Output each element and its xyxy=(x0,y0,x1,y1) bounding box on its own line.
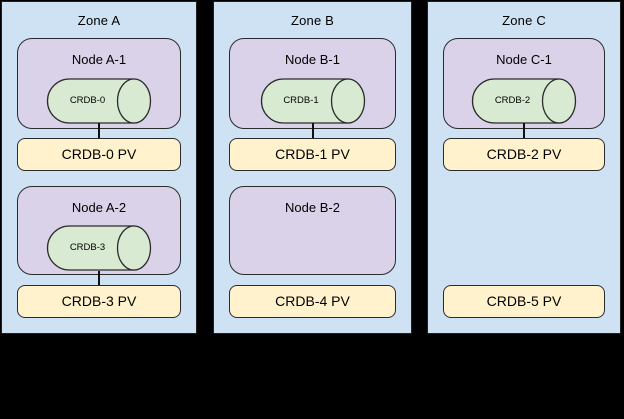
connector-line xyxy=(523,123,525,139)
pod-label-crdb-1: CRDB-1 xyxy=(283,95,319,106)
pod-cylinder-crdb-2: CRDB-2 xyxy=(471,78,577,124)
pv-box-crdb-3: CRDB-3 PV xyxy=(17,285,181,318)
pod-cylinder-crdb-0: CRDB-0 xyxy=(46,78,152,124)
pv-box-crdb-4: CRDB-4 PV xyxy=(229,285,396,318)
node-b2-box: Node B-2 xyxy=(229,186,396,275)
cylinder-icon xyxy=(46,225,152,271)
pod-cylinder-crdb-3: CRDB-3 xyxy=(46,225,152,271)
pod-label-crdb-2: CRDB-2 xyxy=(494,95,531,106)
node-a2-box: Node A-2 CRDB-3 xyxy=(17,186,181,275)
connector-line xyxy=(311,123,314,139)
zone-c-box: Zone C Node C-1 CRDB-2 CRDB-2 PV CRDB-5 … xyxy=(427,1,621,334)
node-a2-title: Node A-2 xyxy=(71,200,127,215)
cylinder-icon xyxy=(260,78,365,124)
node-c1-title: Node C-1 xyxy=(496,52,552,67)
zone-b-title: Zone B xyxy=(290,13,335,28)
pv-box-crdb-2: CRDB-2 PV xyxy=(443,138,605,171)
pv-box-crdb-1: CRDB-1 PV xyxy=(229,138,396,171)
node-b2-title: Node B-2 xyxy=(285,200,340,215)
connector-line xyxy=(98,271,100,286)
node-b1-title: Node B-1 xyxy=(285,52,340,67)
zone-a-box: Zone A Node A-1 CRDB-0 CRDB-0 PV Node A-… xyxy=(1,1,197,334)
zone-c-title: Zone C xyxy=(502,13,546,28)
zone-b-box: Zone B Node B-1 CRDB-1 CRDB-1 PV Node B-… xyxy=(213,1,412,334)
connector-line xyxy=(98,123,100,139)
pv-box-crdb-0: CRDB-0 PV xyxy=(17,138,181,171)
node-b1-box: Node B-1 CRDB-1 xyxy=(229,38,396,129)
node-a1-box: Node A-1 CRDB-0 xyxy=(17,38,181,129)
pod-label-crdb-0: CRDB-0 xyxy=(69,95,106,106)
cylinder-icon xyxy=(471,78,577,124)
pv-box-crdb-5: CRDB-5 PV xyxy=(443,285,605,318)
node-c1-box: Node C-1 CRDB-2 xyxy=(443,38,605,129)
pod-cylinder-crdb-1: CRDB-1 xyxy=(260,78,365,124)
cylinder-icon xyxy=(46,78,152,124)
node-a1-title: Node A-1 xyxy=(71,52,127,67)
zone-a-title: Zone A xyxy=(77,13,121,28)
pod-label-crdb-3: CRDB-3 xyxy=(69,242,106,253)
